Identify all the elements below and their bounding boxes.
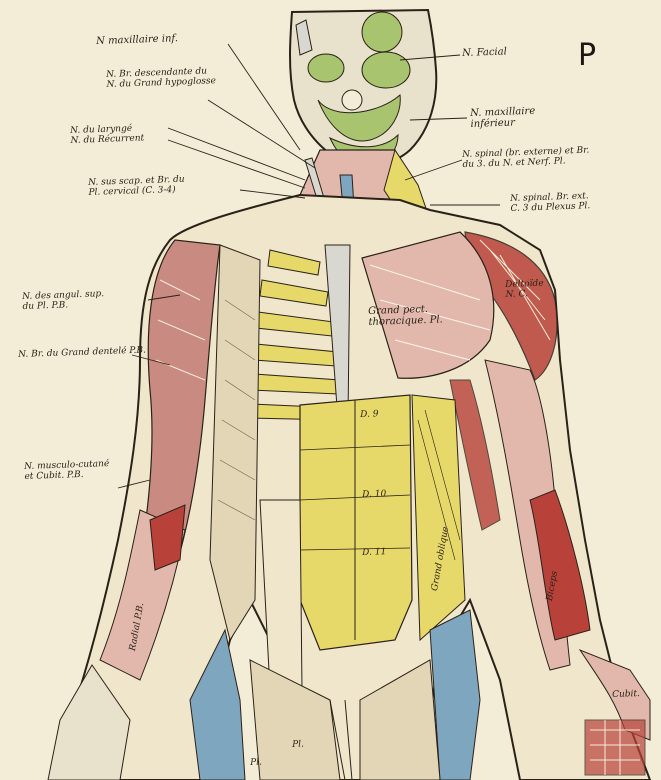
label-spinal-right: N. spinal. Br. ext. C. 3 du Plexus Pl. <box>510 191 590 214</box>
label-abdomen-d9: D. 9 <box>360 409 379 420</box>
label-wrist: Cubit. <box>612 689 640 700</box>
label-maxillaire-inferieur: N. maxillaire inférieur <box>470 106 536 130</box>
label-facial: N. Facial <box>462 46 507 59</box>
label-pelvis-pl: Pl. <box>292 740 304 750</box>
label-abdomen-d11: D. 11 <box>362 547 386 558</box>
label-deltoide: Deltoïde N. C. <box>505 279 544 300</box>
label-grand-hypoglosse: N. Br. descendante du N. du Grand hypogl… <box>106 66 216 90</box>
label-sus-scap: N. sus scap. et Br. du Pl. cervical (C. … <box>88 175 185 198</box>
label-thoracic-nerve: N. des angul. sup. du Pl. P.B. <box>22 289 105 312</box>
label-abdomen-d10: D. 10 <box>362 489 386 500</box>
label-laryngé: N. du laryngé N. du Récurrent <box>70 123 144 146</box>
label-pelvis-pl2: Pl. <box>250 758 262 768</box>
label-grand-pectoral: Grand pect. thoracique. Pl. <box>368 303 443 328</box>
plate-letter: P <box>578 38 596 73</box>
label-musculo-cutane: N. musculo-cutané et Cubit. P.B. <box>24 459 110 482</box>
abdomen <box>300 395 465 650</box>
